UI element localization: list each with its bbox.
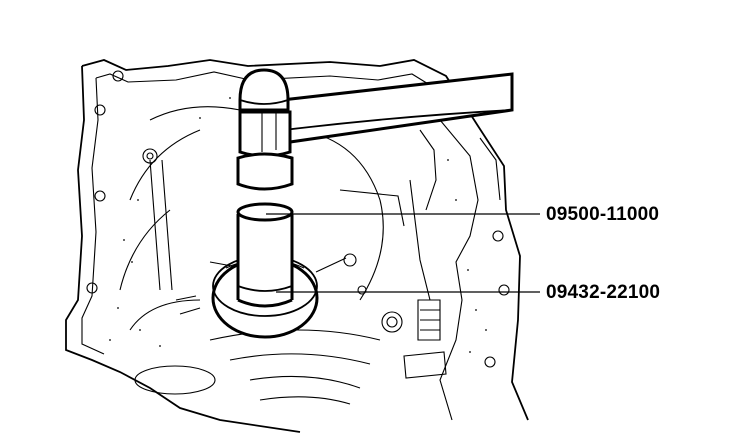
- installer-bar: [236, 202, 294, 308]
- callout-label-tool-2: 09432-22100: [546, 282, 661, 303]
- callout-label-tool-1: 09500-11000: [546, 204, 660, 225]
- leader-lines: [266, 213, 540, 293]
- hammer: [236, 68, 514, 191]
